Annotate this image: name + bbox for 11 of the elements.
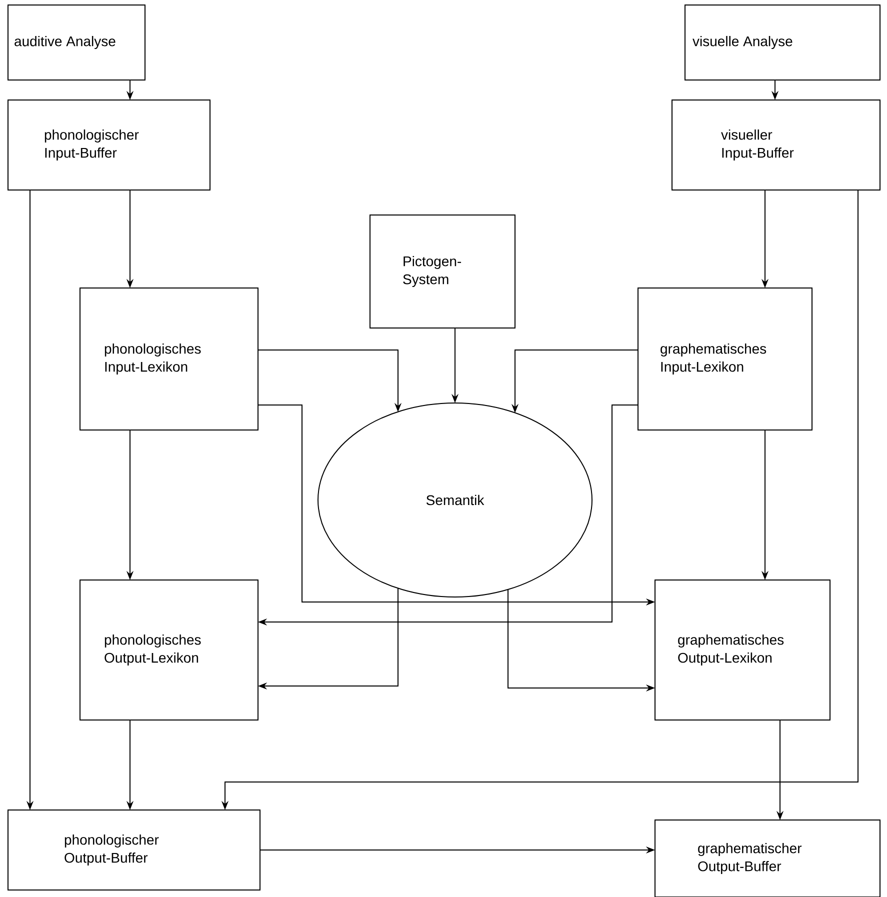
process-box: graphematisches Input-Lexikon <box>638 288 812 430</box>
process-box: phonologischer Input-Buffer <box>8 100 210 190</box>
process-box: visuelle Analyse <box>684 4 880 80</box>
process-box: phonologischer Output-Buffer <box>8 810 260 890</box>
process-box: phonologisches Output-Lexikon <box>80 580 258 720</box>
process-box: visueller Input-Buffer <box>672 100 880 190</box>
process-box: graphematisches Output-Lexikon <box>654 580 830 720</box>
process-box: phonologisches Input-Lexikon <box>80 288 258 430</box>
process-box: Pictogen-System <box>370 214 516 328</box>
process-box: auditive Analyse <box>8 4 146 80</box>
process-box: graphematischer Output-Buffer <box>654 820 880 897</box>
